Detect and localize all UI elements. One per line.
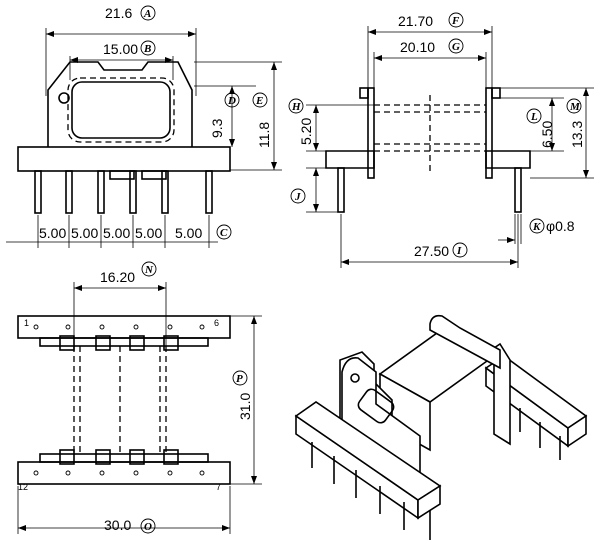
dim-p-tag: P [236, 373, 243, 385]
dim-c-tag: C [220, 227, 228, 239]
dim-k-tag: K [532, 221, 541, 233]
pitch-3: 5.00 [103, 225, 130, 241]
front-flange [47, 61, 193, 147]
dim-g-tag: G [452, 41, 460, 53]
dim-f-tag: F [451, 15, 460, 27]
bottom-bottom-rail [17, 461, 231, 485]
pin-label-12: 12 [18, 482, 28, 492]
dim-j-tag: J [294, 191, 301, 203]
dim-n-tag: N [144, 264, 154, 276]
isometric-view [294, 314, 588, 540]
pitch-2: 5.00 [71, 225, 98, 241]
dim-f-value: 21.70 [398, 13, 433, 29]
front-pins [34, 170, 213, 214]
dim-e-value: 11.8 [256, 122, 272, 148]
pitch-4: 5.00 [135, 225, 162, 241]
pin-label-1: 1 [24, 318, 29, 328]
front-window-inner [71, 81, 171, 139]
front-hole [58, 92, 70, 104]
front-view: 21.6 A 15.00 B 9.3 D 11.8 E [6, 5, 282, 248]
dim-a-tag: A [143, 8, 151, 20]
dim-l-tag: L [530, 111, 538, 123]
side-base-right [485, 150, 531, 169]
side-base-left [325, 150, 375, 169]
dim-p-value: 31.0 [237, 393, 253, 420]
dim-o-value: 30.0 [104, 517, 131, 533]
front-base [17, 146, 231, 172]
dim-n-value: 16.20 [100, 269, 135, 285]
side-pin-left [337, 167, 345, 213]
side-pin-right [514, 167, 522, 213]
dim-h-value: 5.20 [298, 118, 314, 145]
front-window [67, 77, 175, 143]
dim-i-tag: I [456, 245, 462, 257]
dim-h-tag: H [291, 101, 301, 113]
dim-g-value: 20.10 [400, 39, 435, 55]
dim-l-value: 6.50 [539, 121, 555, 148]
dim-d-tag: D [227, 95, 236, 107]
pitch-5: 5.00 [175, 225, 202, 241]
dim-e-tag: E [255, 95, 263, 107]
bottom-top-rail [17, 315, 231, 339]
pin-label-7: 7 [216, 482, 221, 492]
dim-i-value: 27.50 [414, 243, 449, 259]
pitch-1: 5.00 [39, 225, 66, 241]
dim-a-value: 21.6 [105, 5, 132, 21]
side-flange-left [367, 87, 375, 179]
dim-k-value: φ0.8 [546, 218, 575, 234]
pin-label-6: 6 [214, 318, 219, 328]
dim-b-tag: B [143, 43, 151, 55]
dim-m-tag: M [569, 101, 581, 113]
side-view: 21.70 F 20.10 G 5.20 H J 6.50 [288, 12, 594, 268]
dim-m-value: 13.3 [569, 121, 585, 148]
dim-b-value: 15.00 [103, 41, 138, 57]
bottom-view: 1 6 12 7 16.20 N 31.0 P 30.0 O [17, 261, 262, 534]
dim-d-value: 9.3 [209, 118, 225, 138]
dim-o-tag: O [144, 521, 152, 533]
side-flange-right [485, 87, 493, 179]
